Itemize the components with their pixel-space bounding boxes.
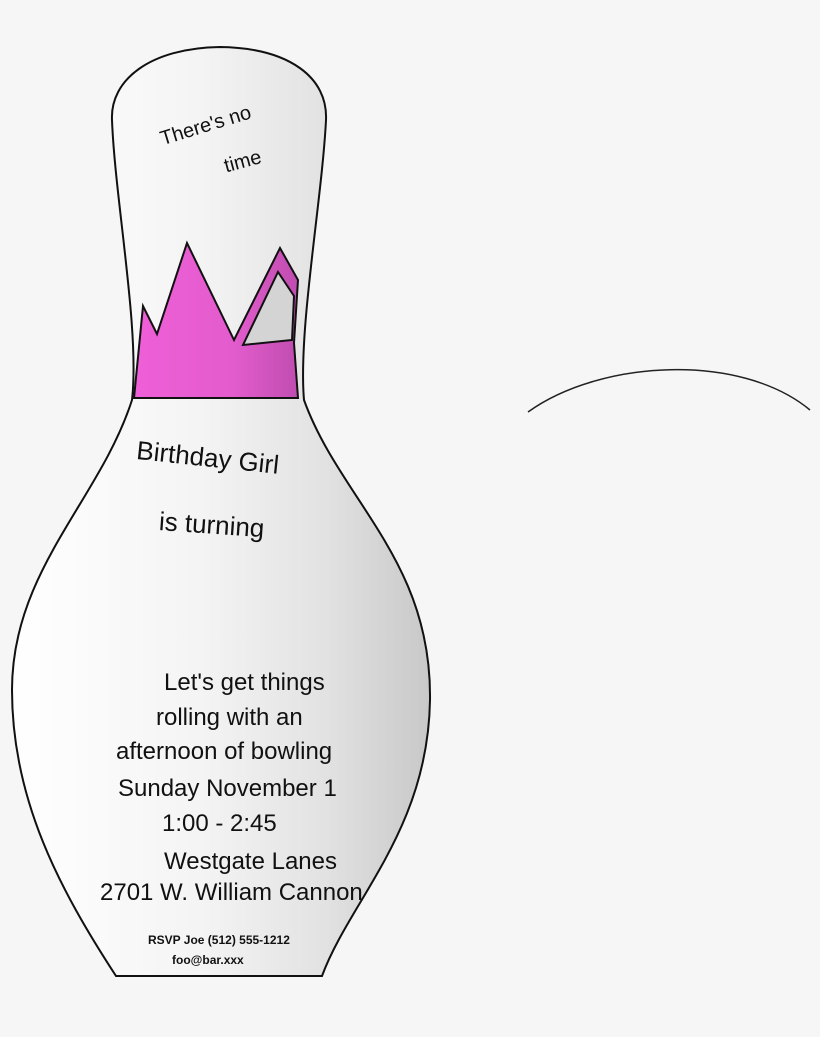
crown-stripe — [132, 240, 300, 399]
venue-address: 2701 W. William Cannon — [100, 879, 363, 906]
message-line-2: rolling with an — [156, 704, 303, 731]
rsvp-line: RSVP Joe (512) 555-1212 — [148, 933, 290, 947]
message-line-3: afternoon of bowling — [116, 738, 333, 765]
venue-name: Westgate Lanes — [164, 848, 338, 875]
subhead: is turning — [158, 506, 266, 544]
bowling-pin-body — [10, 45, 432, 977]
crown-notch — [241, 269, 296, 347]
rsvp-email: foo@bar.xxx — [172, 953, 244, 967]
message-line-1: Let's get things — [164, 669, 325, 696]
decorative-arc — [527, 369, 811, 413]
event-date: Sunday November 1 — [118, 775, 337, 802]
event-time: 1:00 - 2:45 — [162, 810, 277, 837]
